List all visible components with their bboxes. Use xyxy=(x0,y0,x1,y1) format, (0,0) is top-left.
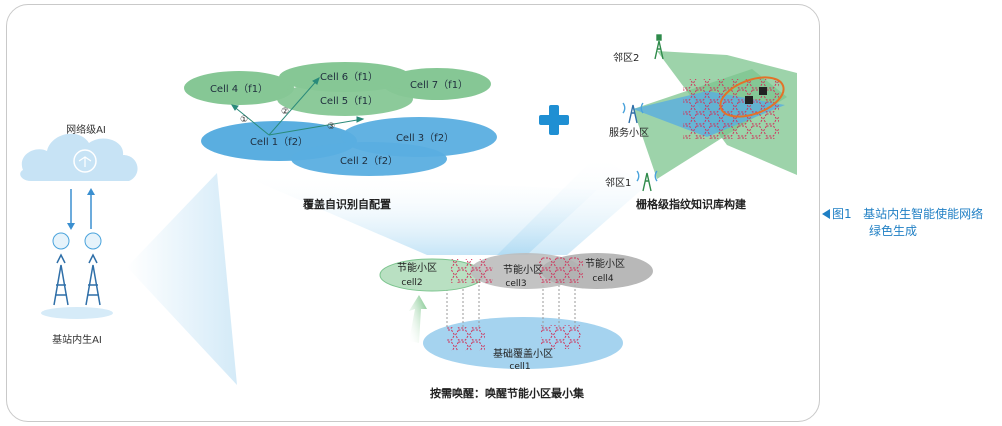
cell-ellipse xyxy=(277,82,413,116)
network-ai-label: 网络级AI xyxy=(66,123,106,136)
caption-line2: 绿色生成 xyxy=(869,224,918,238)
wakeup-title: 按需唤醒：唤醒节能小区最小集 xyxy=(430,386,585,400)
fingerprint-title: 栅格级指纹知识库构建 xyxy=(636,197,747,211)
ue-icon xyxy=(759,87,767,95)
arrow-marker-1: ① xyxy=(240,115,248,125)
base-station-ai-label: 基站内生AI xyxy=(52,333,102,346)
arrow-marker-2: ② xyxy=(281,107,289,117)
energy-cell4-label: 节能小区 xyxy=(585,257,625,270)
base-station-tower-icon xyxy=(41,232,113,319)
base-cell-label: 基础覆盖小区 xyxy=(493,347,553,360)
tower-icon xyxy=(636,170,658,192)
figure-caption: 图1 基站内生智能使能网络 绿色生成 xyxy=(822,206,1002,240)
energy-cell2-label: 节能小区 xyxy=(397,261,437,274)
uplink-downlink-arrows xyxy=(67,188,95,230)
wakeup-diagram xyxy=(379,253,653,369)
cell-ellipse xyxy=(184,71,294,105)
beam-left xyxy=(127,173,237,385)
wakeup-arrow-icon xyxy=(409,295,427,343)
cell-ellipse xyxy=(383,68,491,100)
cell4-label: Cell 4（f1） xyxy=(210,83,268,95)
cell5-label: Cell 5（f1） xyxy=(320,95,378,107)
network-ai-cloud xyxy=(20,133,138,181)
caption-line1: 基站内生智能使能网络 xyxy=(863,207,984,221)
cell2-name: cell2 xyxy=(401,278,422,288)
handover-arrows xyxy=(231,77,365,136)
plus-icon xyxy=(539,105,569,135)
neighbor1-label: 邻区1 xyxy=(605,176,631,189)
tower-icon xyxy=(622,102,644,124)
neighbor2-label: 邻区2 xyxy=(613,51,639,64)
beam-right xyxy=(497,155,647,255)
caption-fig-number: 图1 xyxy=(832,207,852,221)
cell2-label: Cell 2（f2） xyxy=(340,155,398,167)
coverage-title: 覆盖自识别自配置 xyxy=(303,197,391,211)
cell4-name: cell4 xyxy=(592,274,613,284)
arrow-marker-3: ③ xyxy=(327,122,335,132)
fingerprint-diagram xyxy=(622,34,797,192)
diagram-canvas: 网络级AI 基站内生AI Cell 4（f1） Cell 6（f1） Cell … xyxy=(20,34,797,400)
base-cell-name: cell1 xyxy=(509,362,530,372)
coverage-cells xyxy=(184,62,497,176)
cell7-label: Cell 7（f1） xyxy=(410,79,468,91)
tower-icon xyxy=(654,34,664,60)
diagram-frame: 网络级AI 基站内生AI Cell 4（f1） Cell 6（f1） Cell … xyxy=(6,4,820,422)
serving-cell-label: 服务小区 xyxy=(609,126,649,139)
cell3-name: cell3 xyxy=(505,279,526,289)
cell6-label: Cell 6（f1） xyxy=(320,71,378,83)
caption-arrow-icon xyxy=(822,209,830,219)
cell3-label: Cell 3（f2） xyxy=(396,132,454,144)
beam-center xyxy=(237,173,597,255)
ue-icon xyxy=(745,96,753,104)
energy-cell3-label: 节能小区 xyxy=(503,263,543,276)
cell-ellipse xyxy=(291,142,447,176)
cell1-label: Cell 1（f2） xyxy=(250,136,308,148)
